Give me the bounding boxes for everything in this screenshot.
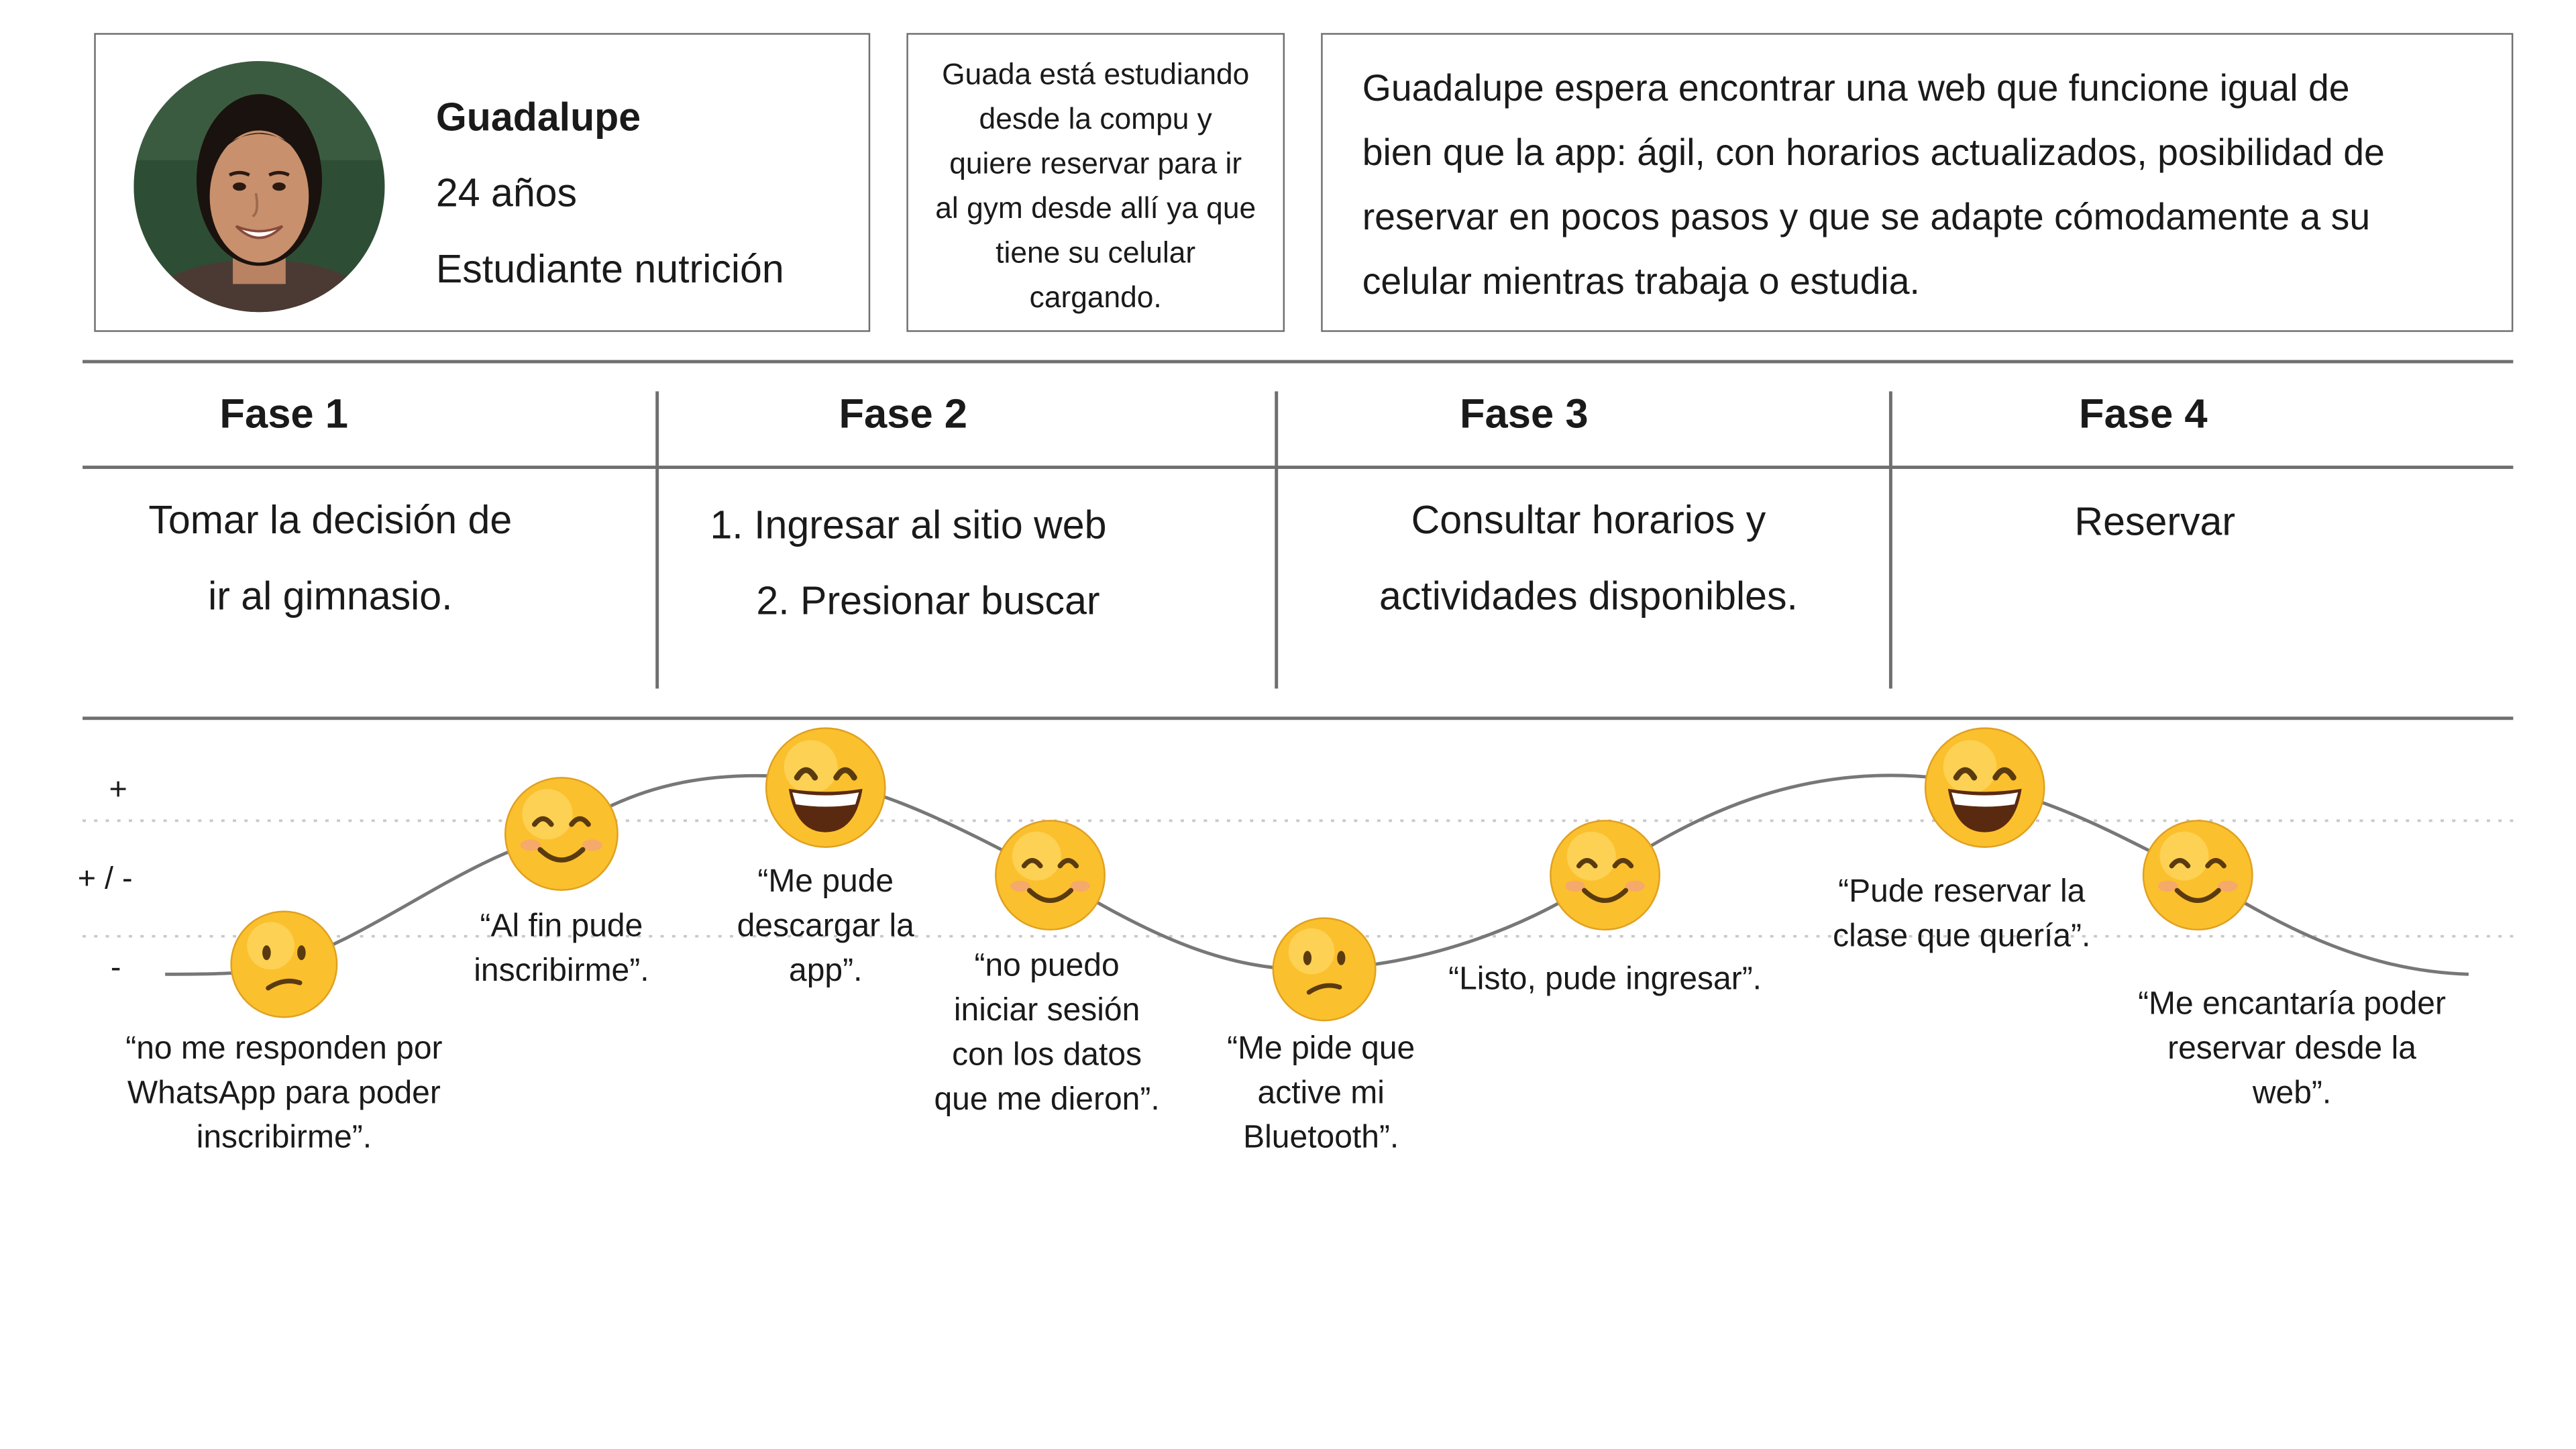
quote-line: “Al fin pude [480,908,643,945]
journey-quote: “Me encantaría poder reservar desde la web… [2044,983,2539,1116]
journey-quote: “Listo, pude ingresar”. [1357,958,1852,1002]
persona-age: 24 años [435,171,578,217]
quote-line: WhatsApp para poder [127,1075,441,1112]
step-line: 1. Ingresar al sitio web [710,503,1107,549]
grinning-face-icon [1924,727,2045,848]
axis-label-neutral: + / - [77,861,133,897]
persona-avatar [133,61,385,313]
journey-quote: “Pude reservar la clase que quería”. [1714,870,2209,959]
expectation-card: Guadalupe espera encontrar una web que f… [1321,33,2514,332]
journey-quote: “no puedo iniciar sesión con los datos que … [799,945,1294,1123]
phase-2-title: Fase 2 [839,391,968,438]
quote-line: reservar desde la [2167,1030,2416,1067]
emotion-curve [165,773,2469,976]
step-line: Consultar horarios y [1411,498,1766,543]
quote-line: con los datos [952,1036,1142,1073]
quote-line: active mi [1257,1075,1385,1112]
phase-1-title: Fase 1 [219,391,348,438]
phase-4-step: Reservar [1907,486,2402,561]
expectation-line: celular mientras trabaja o estudia. [1362,260,1920,303]
phase-divider [1888,391,1892,689]
step-line: ir al gimnasio. [208,574,453,620]
quote-line: descargar la [737,908,914,945]
smiling-face-icon [1550,820,1661,931]
journey-quote: “Me pude descargar la app”. [578,860,1073,994]
journey-quote: “Al fin pude inscribirme”. [314,905,809,994]
axis-label-positive: + [109,772,127,808]
phase-2-step: 1. Ingresar al sitio web 2. Presionar bu… [694,489,1189,641]
persona-name: Guadalupe [435,95,641,141]
quote-line: “no puedo [974,947,1120,985]
journey-quote: “Me pide que active mi Bluetooth”. [1073,1027,1568,1161]
persona-card: Guadalupe 24 años Estudiante nutrición [94,33,871,332]
context-line: desde la compu y [979,102,1212,136]
smiling-face-icon [995,820,1106,931]
quote-line: “no me responden por [125,1030,443,1067]
step-line: Reservar [2074,500,2236,545]
phase-divider [1275,391,1277,689]
quote-line: “Pude reservar la [1838,873,2086,910]
smiling-face-icon [504,777,619,891]
phase-3-step: Consultar horarios y actividades disponi… [1341,484,1836,635]
phase-1-step: Tomar la decisión de ir al gimnasio. [83,484,578,635]
quote-line: que me dieron”. [934,1081,1160,1118]
quote-line: “Me encantaría poder [2138,985,2447,1022]
table-header-rule [83,466,2514,468]
quote-line: “Me pude [757,863,894,900]
step-line: Tomar la decisión de [148,498,513,543]
context-line: cargando. [1029,280,1162,314]
persona-role: Estudiante nutrición [435,248,784,292]
context-line: al gym desde allí ya que [935,191,1256,225]
context-line: tiene su celular [996,235,1196,270]
step-line: 2. Presionar buscar [756,579,1100,625]
phase-divider [655,391,658,689]
expectation-line: reservar en pocos pasos y que se adapte … [1362,196,2371,238]
confused-face-icon [1272,917,1377,1022]
phase-3-title: Fase 3 [1459,391,1589,438]
quote-line: clase que quería”. [1833,918,2091,955]
expectation-line: bien que la app: ágil, con horarios actu… [1362,131,2385,174]
confused-face-icon [230,910,338,1018]
smiling-face-icon [2142,820,2253,931]
quote-line: web”. [2252,1075,2332,1112]
quote-line: app”. [789,953,863,989]
quote-line: “Listo, pude ingresar”. [1448,961,1762,998]
grinning-face-icon [765,727,886,848]
quote-line: iniciar sesión [953,992,1140,1029]
step-line: actividades disponibles. [1379,574,1798,620]
context-line: quiere reservar para ir [949,147,1242,180]
table-bottom-rule [83,716,2514,719]
table-top-rule [83,360,2514,363]
expectation-line: Guadalupe espera encontrar una web que f… [1362,67,2350,109]
quote-line: Bluetooth”. [1243,1119,1399,1157]
phase-4-title: Fase 4 [2079,391,2208,438]
quote-line: inscribirme”. [196,1119,372,1157]
context-card: Guada está estudiando desde la compu y q… [906,33,1285,332]
quote-line: “Me pide que [1227,1030,1415,1067]
axis-label-negative: - [110,951,121,986]
quote-line: inscribirme”. [474,953,649,989]
context-line: Guada está estudiando [942,58,1250,91]
